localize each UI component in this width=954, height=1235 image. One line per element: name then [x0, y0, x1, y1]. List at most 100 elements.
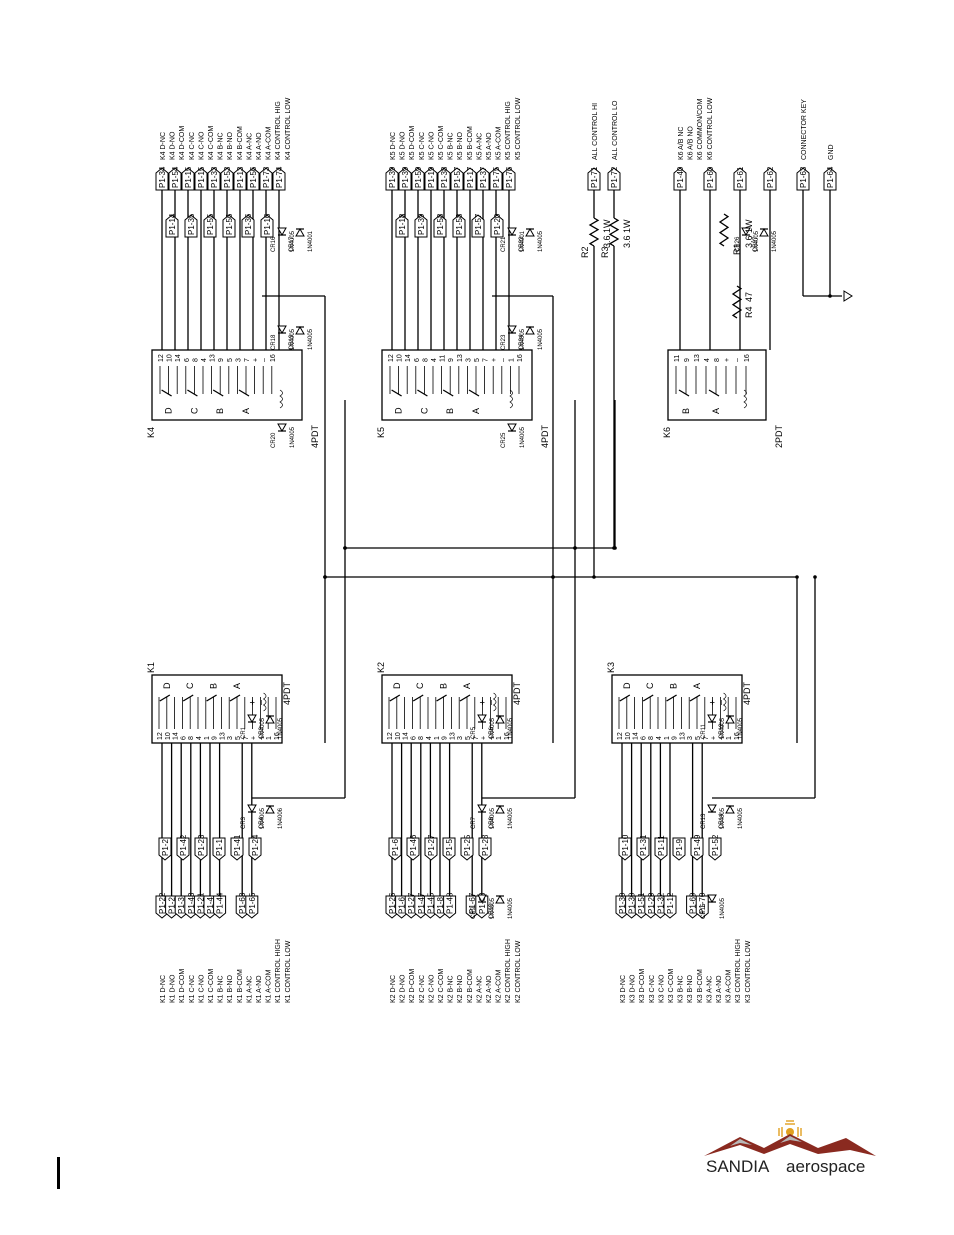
- connector-pin-icon: [181, 167, 195, 191]
- relay-pin-number: 9: [684, 358, 691, 362]
- relay-contact-label: D: [394, 407, 404, 414]
- relay-pin-number: 9: [212, 736, 219, 740]
- connector-pin-label: P1-26: [388, 892, 397, 914]
- signal-label: K4 A-NO: [256, 132, 263, 160]
- diode-icon: [265, 714, 275, 724]
- diode-ref: CR18: [271, 334, 277, 350]
- relay-pin-number: 1: [664, 736, 671, 740]
- resistor-value: 3.6 1W: [602, 219, 612, 248]
- relay-pin-number: 3: [687, 736, 694, 740]
- connector-pin-icon: [437, 167, 451, 191]
- relay-pin-number: –: [734, 358, 741, 362]
- relay-pin-number: 4: [196, 736, 203, 740]
- junction-dot: [795, 575, 799, 579]
- relay-type: 4PDT: [310, 424, 320, 448]
- relay-pin-number: 9: [448, 358, 455, 362]
- relay-contact-label: B: [681, 408, 691, 414]
- diode-ref: CR15: [701, 903, 707, 919]
- signal-label: K2 C-COM: [438, 969, 445, 1003]
- connector-pin-label: P1-73: [262, 166, 271, 188]
- connector-pin: P1-20: [490, 213, 504, 238]
- signal-label: K3 B-COM: [697, 969, 704, 1003]
- signal-label: K2 CONTROL HIGH: [505, 939, 512, 1003]
- signal-label: K5 B-NC: [448, 132, 455, 160]
- connector-pin-icon: [443, 895, 457, 919]
- connector-pin-label: P1-31: [639, 834, 648, 856]
- connector-pin-icon: [259, 167, 273, 191]
- connector-pin: P1-15: [194, 166, 208, 191]
- connector-pin-icon: [398, 167, 412, 191]
- connector-pin-icon: [165, 214, 179, 238]
- junction-dot: [323, 575, 327, 579]
- junction-dot: [592, 575, 596, 579]
- connector-pin-label: P1-23: [197, 834, 206, 856]
- relay-pin-number: 13: [694, 354, 701, 362]
- relay-designator: K3: [606, 662, 616, 673]
- connector-pin-icon: [673, 167, 687, 191]
- diode-part: 1N4005: [260, 807, 266, 829]
- logo-brand: SANDIA: [706, 1157, 770, 1176]
- connector-pin-label: P1-47: [417, 892, 426, 914]
- connector-pin: P1-23: [194, 834, 208, 861]
- diode-part: 1N4005: [754, 230, 760, 252]
- connector-pin: P1-41: [230, 834, 244, 861]
- relay-pin-number: 10: [165, 732, 172, 740]
- diode-icon: [525, 227, 535, 237]
- signal-label: K1 A-COM: [266, 969, 273, 1003]
- relay-pin-number: 8: [422, 358, 429, 362]
- diode-icon: [507, 227, 517, 237]
- connector-pin-icon: [272, 167, 286, 191]
- ground-icon: [843, 290, 853, 302]
- connector-pin-label: P1-69: [689, 892, 698, 914]
- connector-pin: P1-38: [437, 166, 451, 191]
- relay-pin-number: 16: [504, 732, 511, 740]
- connector-pin-label: P1-8: [436, 897, 445, 914]
- connector-pin: P1-64: [823, 166, 837, 191]
- signal-label: K1 C-NC: [189, 975, 196, 1003]
- signal-label: K1 CONTROL LOW: [285, 940, 292, 1003]
- relay-pin-number: –: [718, 736, 725, 740]
- diode-part: 1N4005: [720, 807, 726, 829]
- connector-pin-icon: [395, 214, 409, 238]
- relay-contact-label: C: [415, 682, 425, 689]
- contact-arm: [238, 389, 250, 397]
- diode-ref: CR9: [471, 906, 477, 919]
- connector-pin-label: P1-25: [463, 834, 472, 856]
- relay-pin-number: 10: [167, 354, 174, 362]
- coil-plus: +: [478, 700, 488, 705]
- connector-pin-label: P1-27: [407, 892, 416, 914]
- signal-label: K5 CONTROL HIG: [505, 101, 512, 160]
- mountains-icon: [704, 1134, 876, 1156]
- connector-pin-label: P1-20: [493, 213, 502, 235]
- signal-label: K2 A-COM: [496, 969, 503, 1003]
- resistor-ref: R4: [744, 306, 754, 318]
- connector-pin: P1-48: [443, 892, 457, 919]
- diode-icon: [247, 804, 257, 814]
- relay-type: 4PDT: [742, 681, 752, 705]
- diode-icon: [725, 714, 735, 724]
- bus-wires: [325, 547, 797, 578]
- footer-bar: [57, 1157, 60, 1189]
- relay-pin-number: –: [261, 358, 268, 362]
- connector-pin-icon: [695, 895, 709, 919]
- coil-minus: –: [485, 700, 495, 705]
- connector-pin: P1-24: [248, 834, 262, 861]
- signal-label: K2 B-NO: [457, 974, 464, 1003]
- connector-pin: P1-56: [246, 166, 260, 191]
- diode-icon: [725, 804, 735, 814]
- connector-pin: P1-61: [733, 166, 747, 191]
- relay-designator: K5: [376, 427, 386, 438]
- relay-type: 4PDT: [540, 424, 550, 448]
- connector-pin-icon: [212, 837, 226, 861]
- connector-pin-label: P1-71: [590, 166, 599, 188]
- signal-label: K2 A-NC: [476, 976, 483, 1003]
- signal-label: K2 D-COM: [409, 969, 416, 1003]
- diode-part: 1N4005: [738, 717, 744, 739]
- connector-pin-icon: [490, 214, 504, 238]
- connector-pin-icon: [823, 167, 837, 191]
- relay-pin-number: 6: [184, 358, 191, 362]
- connector-pin: P1-6: [388, 837, 402, 861]
- diode-icon: [295, 325, 305, 335]
